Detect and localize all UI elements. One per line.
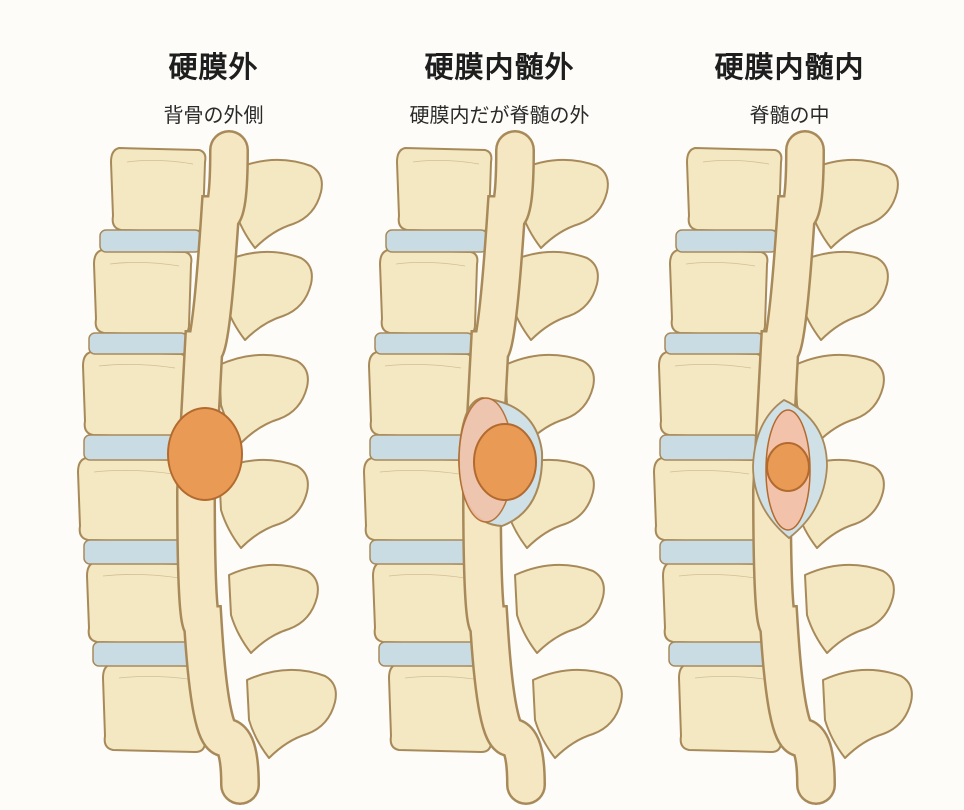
discs-group xyxy=(659,229,780,667)
panel-intramedullary: 硬膜内髄内 脊髄の中 xyxy=(629,0,950,810)
panel-title: 硬膜内髄内 xyxy=(714,50,865,84)
vertebral-texture xyxy=(379,470,460,475)
spinous-process xyxy=(804,563,895,654)
spinous-process xyxy=(508,250,599,341)
panel-extradural: 硬膜外 背骨の外側 xyxy=(53,0,374,810)
spinous-processes-group xyxy=(794,158,913,759)
vertebral-texture xyxy=(388,574,466,579)
spinous-process xyxy=(822,668,913,759)
spine-diagram xyxy=(77,130,337,805)
vertebral-texture xyxy=(669,470,750,475)
spinous-process xyxy=(518,158,609,249)
intervertebral-disc xyxy=(88,332,188,355)
spinous-process xyxy=(218,458,309,549)
intramedullary-tumor xyxy=(766,442,810,492)
spinous-process xyxy=(798,250,889,341)
vertebral-texture xyxy=(674,364,752,369)
intervertebral-disc xyxy=(675,229,778,253)
spinous-process xyxy=(514,563,605,654)
intervertebral-disc xyxy=(369,434,470,461)
panel-subtitle: 硬膜内だが脊髄の外 xyxy=(409,103,590,127)
vertebral-texture xyxy=(678,574,756,579)
vertebral-texture xyxy=(102,574,180,579)
tumor-group xyxy=(457,396,544,528)
panel-intradural-extramedullary: 硬膜内髄外 硬膜内だが脊髄の外 xyxy=(339,0,660,810)
intervertebral-disc xyxy=(659,434,760,461)
spinous-process xyxy=(228,563,319,654)
tumor-group xyxy=(752,398,828,540)
spinous-process xyxy=(808,158,899,249)
panel-title: 硬膜内髄外 xyxy=(424,50,575,84)
intervertebral-disc xyxy=(385,229,488,253)
tumor-group xyxy=(167,407,243,501)
vertebral-texture xyxy=(395,262,466,267)
panel-title: 硬膜外 xyxy=(168,50,259,84)
extradural-tumor xyxy=(167,407,243,501)
discs-group xyxy=(83,229,204,667)
panel-subtitle: 背骨の外側 xyxy=(163,103,264,127)
intervertebral-disc xyxy=(83,539,188,565)
spinous-process xyxy=(246,668,337,759)
vertebral-texture xyxy=(109,262,180,267)
vertebral-texture xyxy=(412,160,480,165)
spinous-process xyxy=(532,668,623,759)
intervertebral-disc xyxy=(664,332,764,355)
panel-subtitle: 脊髄の中 xyxy=(749,103,830,127)
intervertebral-disc xyxy=(374,332,474,355)
vertebral-texture xyxy=(702,160,770,165)
spine-diagram xyxy=(653,130,913,805)
intervertebral-disc xyxy=(659,539,764,565)
vertebral-texture xyxy=(126,160,194,165)
vertebral-texture xyxy=(685,262,756,267)
spinous-process xyxy=(232,158,323,249)
vertebral-texture xyxy=(98,364,176,369)
vertebral-texture xyxy=(93,470,174,475)
intervertebral-disc xyxy=(99,229,202,253)
intervertebral-disc xyxy=(369,539,474,565)
spinous-processes-group xyxy=(218,158,337,759)
vertebral-texture xyxy=(384,364,462,369)
spinous-process xyxy=(222,250,313,341)
discs-group xyxy=(369,229,490,667)
intradural-extramedullary-tumor xyxy=(473,423,537,501)
spine-diagram xyxy=(363,130,623,805)
